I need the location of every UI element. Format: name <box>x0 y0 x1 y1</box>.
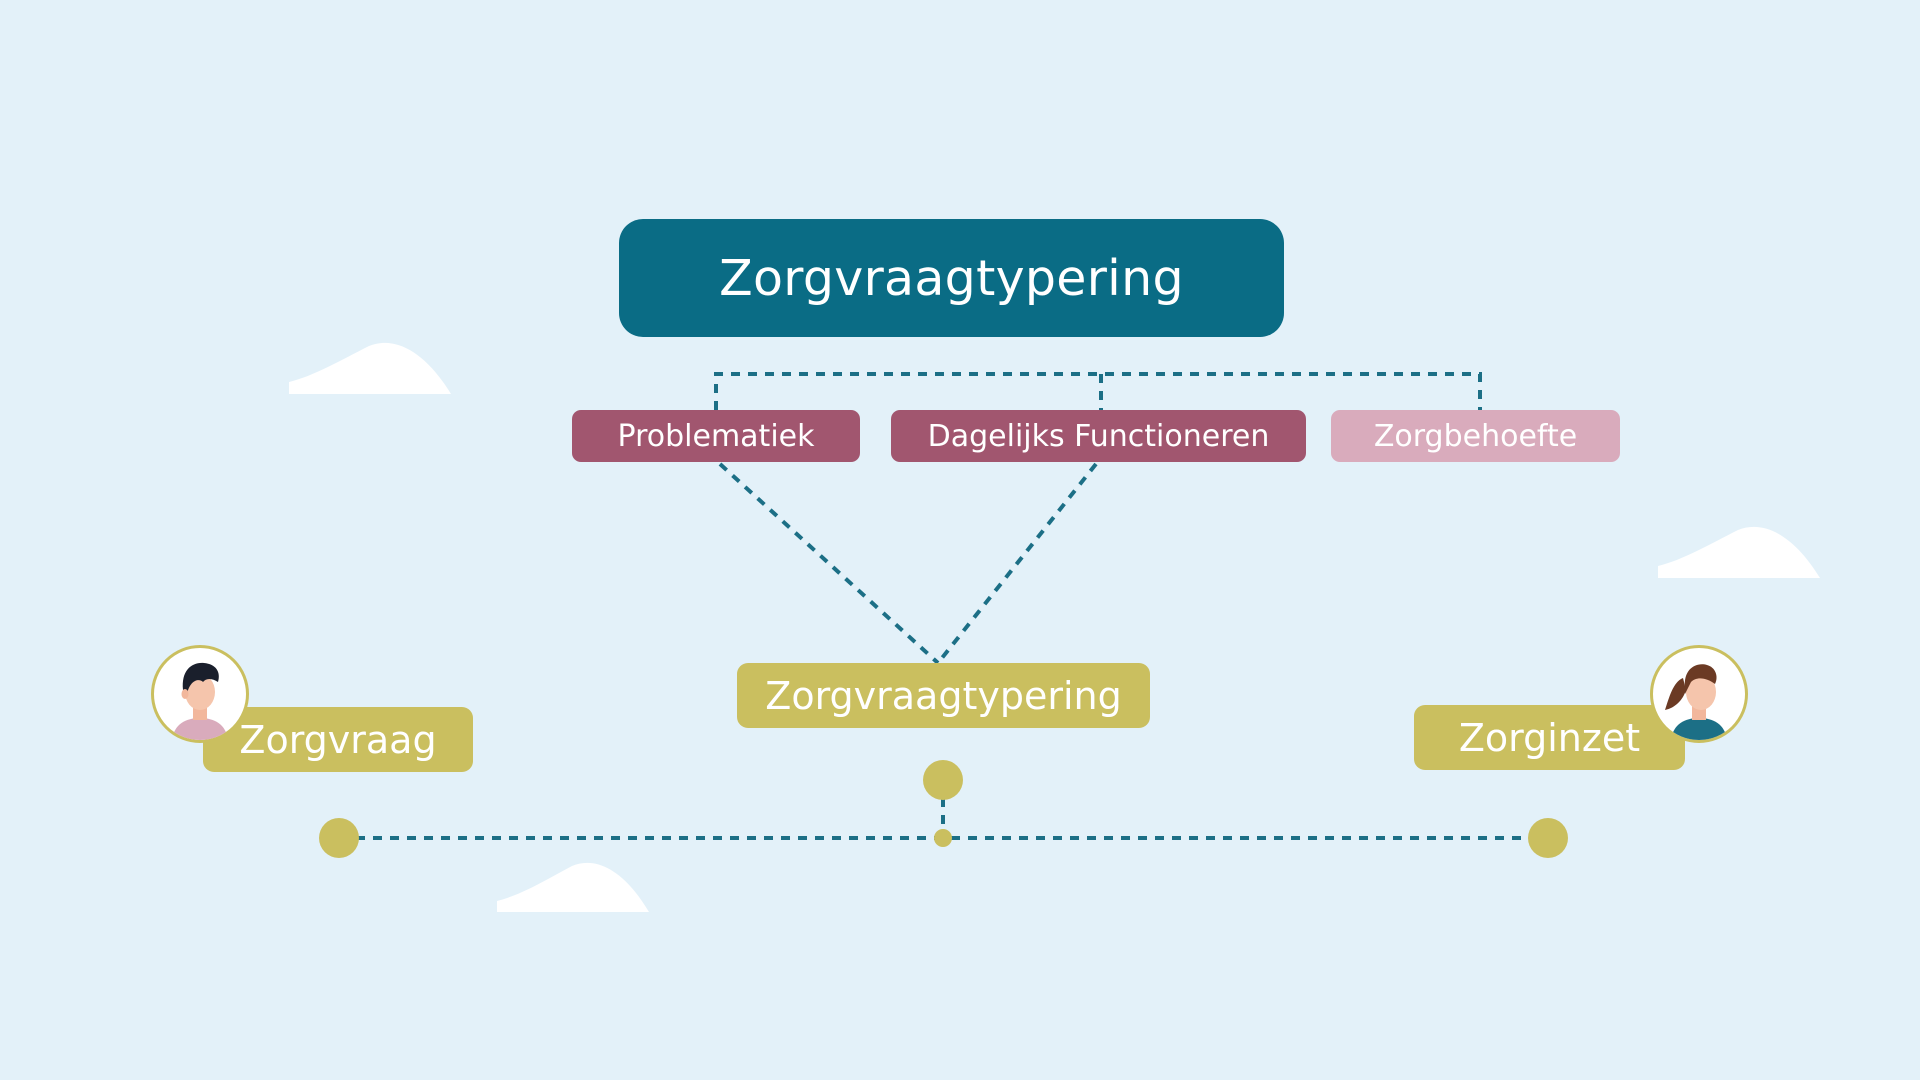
cloud-icon <box>497 862 649 912</box>
category-dagelijks-functioneren: Dagelijks Functioneren <box>891 410 1306 462</box>
functioneren-to-center-connector <box>936 462 1098 665</box>
woman-avatar-icon <box>1650 645 1748 743</box>
category-zorgbehoefte: Zorgbehoefte <box>1331 410 1620 462</box>
center-upper-dot <box>923 760 963 800</box>
cloud-icon <box>1658 526 1820 578</box>
category-label: Dagelijks Functioneren <box>927 418 1270 454</box>
timeline-middle-dot <box>934 829 952 847</box>
timeline-end-dot <box>1528 818 1568 858</box>
category-label: Problematiek <box>617 418 815 454</box>
main-title-box: Zorgvraagtypering <box>619 219 1284 337</box>
bracket-connector <box>714 372 1482 410</box>
timeline-start-dot <box>319 818 359 858</box>
stage-label: Zorgvraagtypering <box>765 673 1122 718</box>
man-avatar-icon <box>151 645 249 743</box>
category-problematiek: Problematiek <box>572 410 860 462</box>
problematiek-to-center-connector <box>718 462 940 665</box>
main-title-label: Zorgvraagtypering <box>719 249 1184 307</box>
cloud-icon <box>289 342 451 394</box>
stage-zorgvraagtypering: Zorgvraagtypering <box>737 663 1150 728</box>
stage-label: Zorgvraag <box>239 717 437 762</box>
stage-zorginzet: Zorginzet <box>1414 705 1685 770</box>
stage-label: Zorginzet <box>1458 715 1641 760</box>
stage-zorgvraag: Zorgvraag <box>203 707 473 772</box>
category-label: Zorgbehoefte <box>1373 418 1578 454</box>
